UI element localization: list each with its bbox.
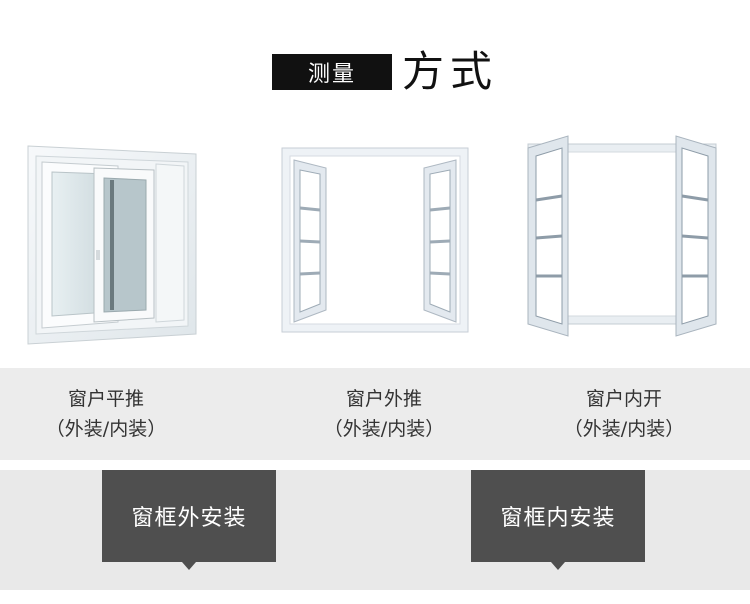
title-boxed-text: 测量 [272, 54, 392, 90]
caption-sub: （外装/内装） [323, 418, 445, 440]
title-main-text: 方式 [402, 47, 499, 96]
caption-inward: 窗户内开 （外装/内装） [534, 386, 714, 444]
caption-outward: 窗户外推 （外装/内装） [294, 386, 474, 444]
inward-casement-window-image [522, 134, 722, 339]
caption-band: 窗户平推 （外装/内装） 窗户外推 （外装/内装） 窗户内开 （外装/内装） [0, 368, 750, 460]
tag-pointer [551, 562, 565, 570]
inside-install-tag: 窗框内安装 [471, 470, 645, 562]
section-title: 测量 方式 [0, 44, 750, 100]
caption-sub: （外装/内装） [45, 418, 167, 440]
caption-sliding: 窗户平推 （外装/内装） [16, 386, 196, 444]
caption-label: 窗户外推 [345, 388, 422, 410]
caption-label: 窗户内开 [585, 388, 662, 410]
sliding-window-image [20, 142, 200, 347]
caption-sub: （外装/内装） [563, 418, 685, 440]
caption-label: 窗户平推 [67, 388, 144, 410]
sliding-window-icon [27, 145, 197, 345]
inward-casement-icon [527, 135, 717, 337]
tag-pointer [182, 562, 196, 570]
outward-casement-window-image [280, 146, 470, 336]
outward-casement-icon [281, 147, 469, 333]
outside-install-tag: 窗框外安装 [102, 470, 276, 562]
